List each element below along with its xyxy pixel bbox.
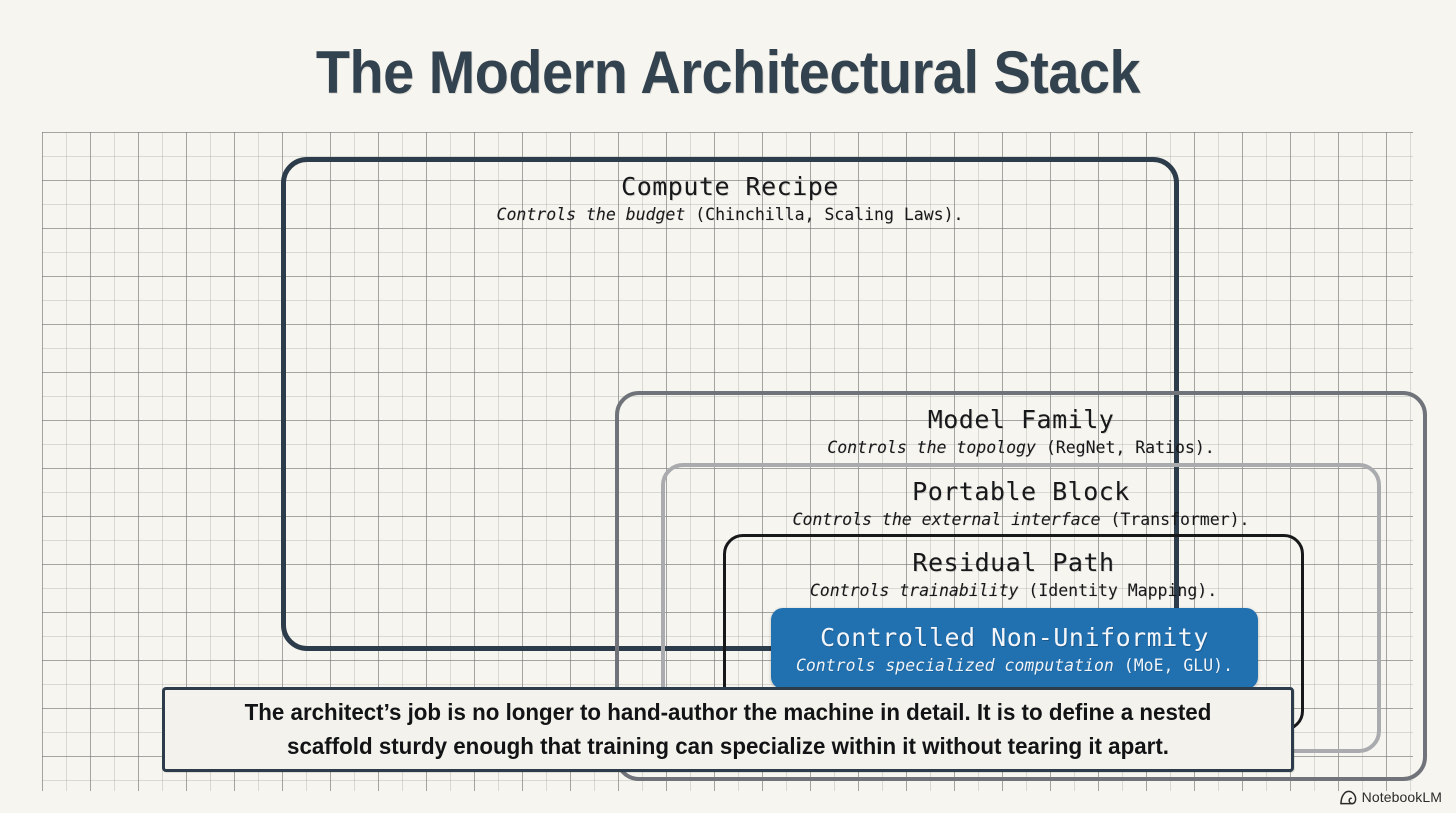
layer-controlled-non-uniformity-subtitle-emphasis: Controls specialized computation bbox=[795, 655, 1114, 675]
layer-model-family-subtitle-emphasis: Controls the topology bbox=[827, 438, 1036, 457]
layer-portable-block-subtitle: Controls the external interface (Transfo… bbox=[793, 510, 1250, 529]
layer-compute-recipe-subtitle: Controls the budget (Chinchilla, Scaling… bbox=[497, 205, 964, 224]
layer-residual-path-title: Residual Path bbox=[912, 548, 1115, 577]
layer-residual-path-subtitle: Controls trainability (Identity Mapping)… bbox=[810, 581, 1217, 600]
layer-controlled-non-uniformity-title: Controlled Non-Uniformity bbox=[820, 622, 1209, 652]
layer-controlled-non-uniformity: Controlled Non-Uniformity Controls speci… bbox=[771, 608, 1258, 689]
layer-compute-recipe-title: Compute Recipe bbox=[621, 172, 839, 201]
layer-portable-block-subtitle-paren: (Transformer). bbox=[1100, 510, 1250, 529]
page-title: The Modern Architectural Stack bbox=[315, 39, 1141, 106]
layer-residual-path-subtitle-emphasis: Controls trainability bbox=[809, 581, 1019, 600]
layer-portable-block-subtitle-emphasis: Controls the external interface bbox=[792, 510, 1101, 529]
layer-controlled-non-uniformity-subtitle: Controls specialized computation (MoE, G… bbox=[796, 656, 1233, 675]
notebooklm-watermark: NotebookLM bbox=[1339, 789, 1442, 805]
layer-model-family: Model Family Controls the topology (RegN… bbox=[615, 391, 1427, 781]
notebooklm-spiral-icon bbox=[1339, 790, 1357, 805]
notebooklm-label: NotebookLM bbox=[1361, 789, 1442, 805]
layer-model-family-title: Model Family bbox=[927, 405, 1115, 434]
grid-paper-background bbox=[42, 132, 1413, 791]
caption-box: The architect’s job is no longer to hand… bbox=[162, 687, 1294, 772]
layer-compute-recipe: Compute Recipe Controls the budget (Chin… bbox=[281, 157, 1427, 781]
layer-model-family-subtitle: Controls the topology (RegNet, Ratios). bbox=[827, 438, 1214, 457]
layer-model-family-subtitle-paren: (RegNet, Ratios). bbox=[1035, 438, 1215, 457]
layer-compute-recipe-subtitle-paren: (Chinchilla, Scaling Laws). bbox=[685, 205, 964, 224]
layer-compute-recipe-subtitle-emphasis: Controls the budget bbox=[496, 205, 686, 224]
layer-controlled-non-uniformity-subtitle-paren: (MoE, GLU). bbox=[1113, 655, 1234, 675]
layer-residual-path-subtitle-paren: (Identity Mapping). bbox=[1018, 581, 1218, 600]
caption-text: The architect’s job is no longer to hand… bbox=[244, 699, 1212, 759]
layer-residual-path: Residual Path Controls trainability (Ide… bbox=[723, 534, 1304, 731]
layer-portable-block-title: Portable Block bbox=[912, 477, 1130, 506]
